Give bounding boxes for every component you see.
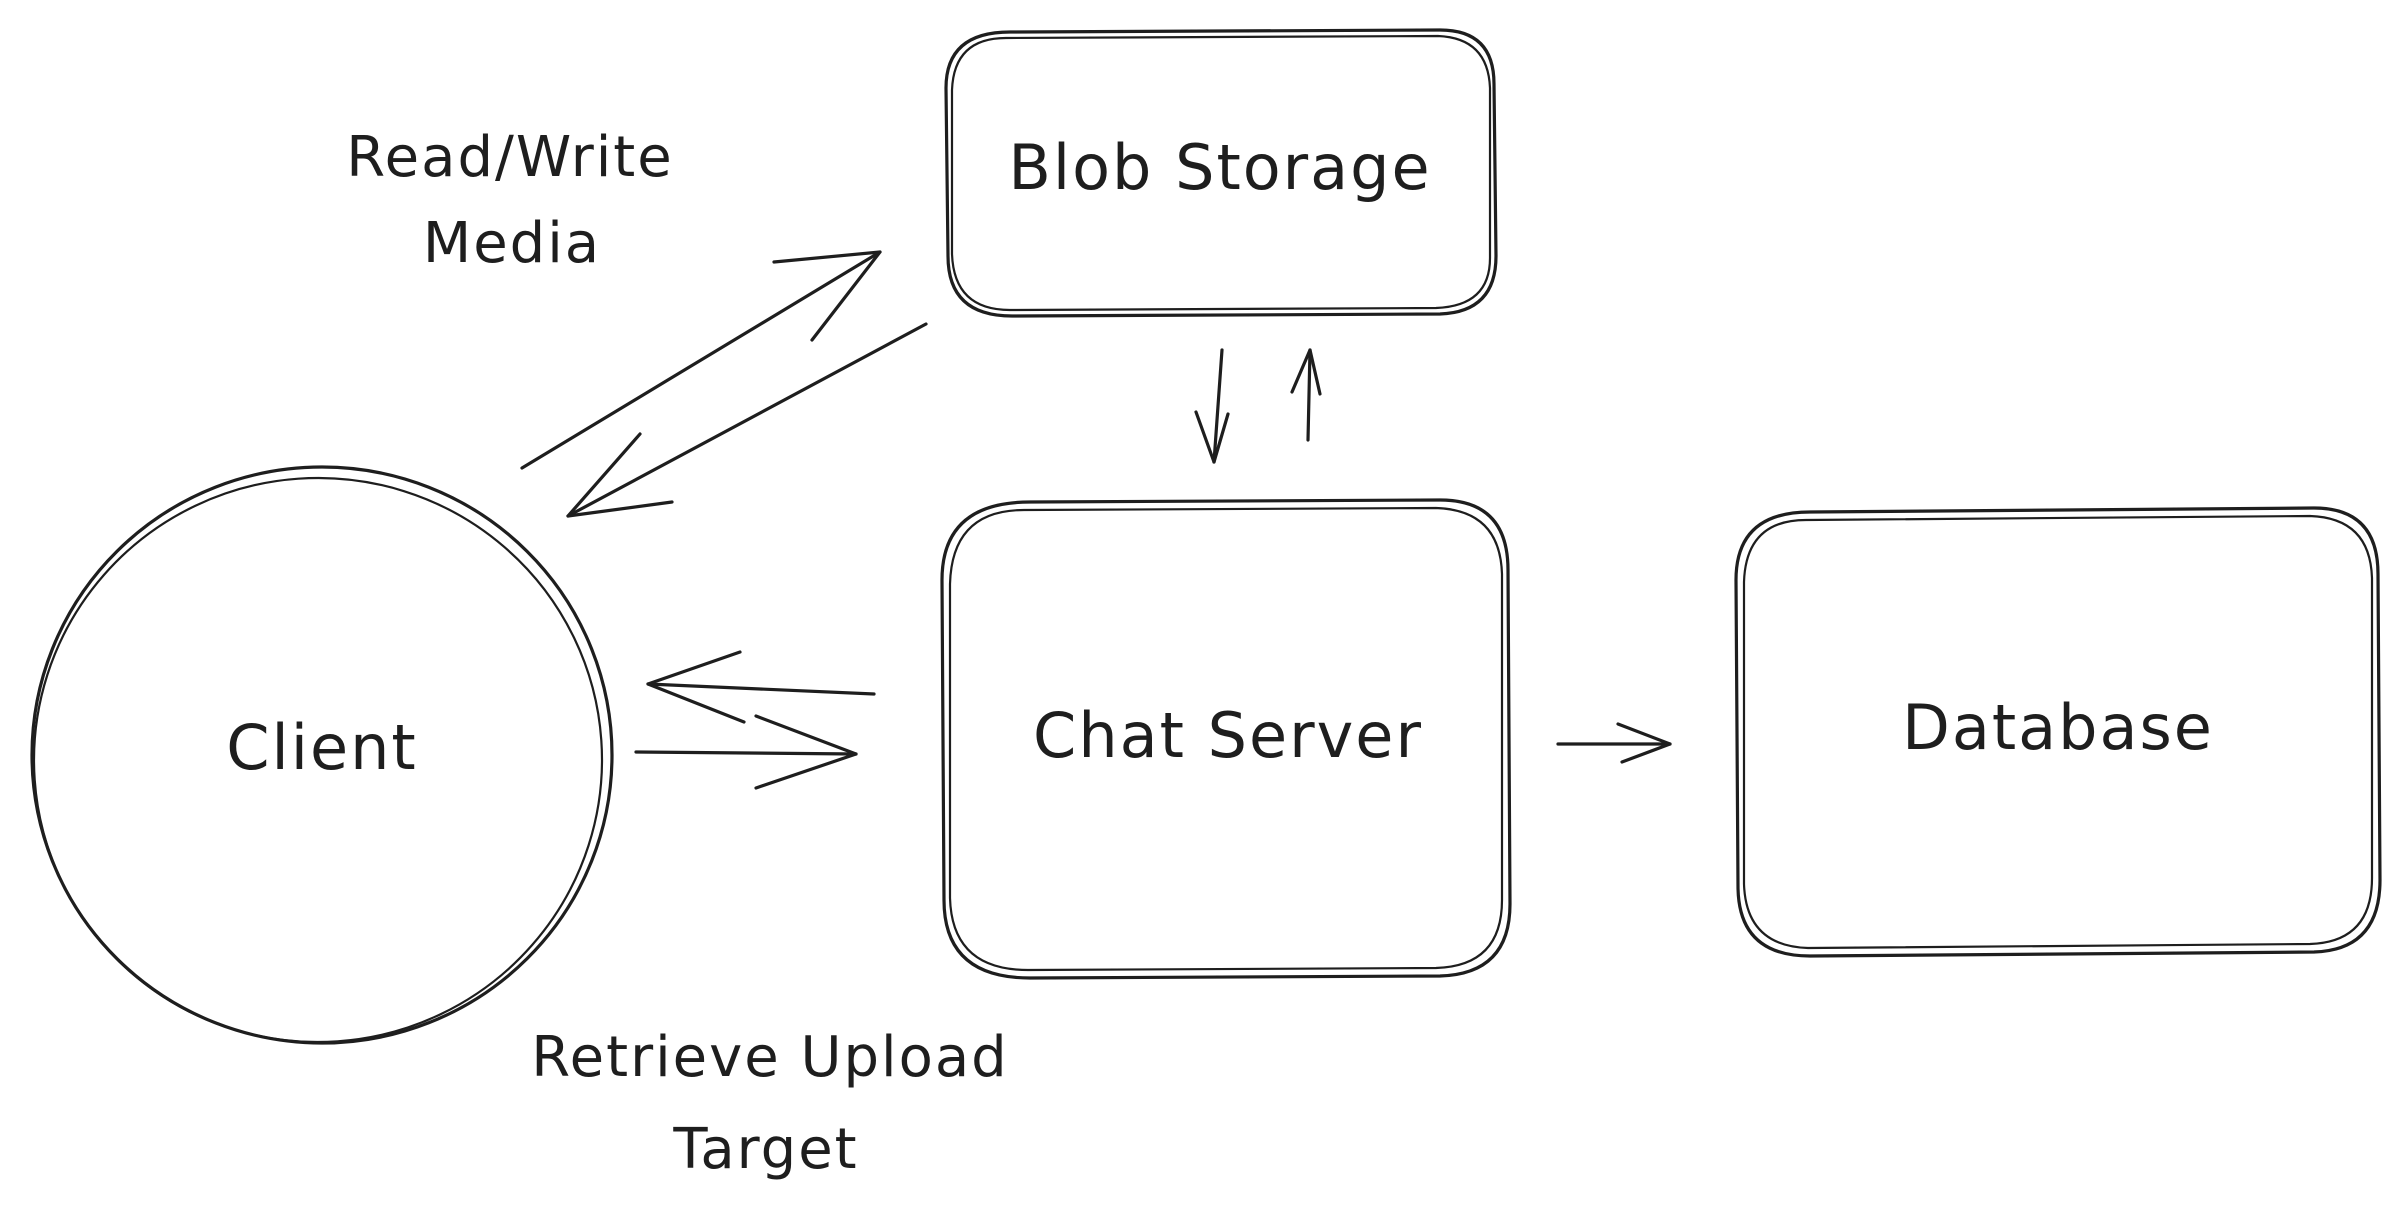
retrieve-label-line2: Target — [672, 1117, 858, 1182]
database-label: Database — [1902, 691, 2214, 764]
chat-to-blob-arrow — [1290, 348, 1322, 442]
retrieve-upload-target-label: Retrieve Upload Target — [531, 1025, 1008, 1182]
chat-server-label: Chat Server — [1033, 699, 1423, 772]
read-write-label-line1: Read/Write — [346, 125, 673, 190]
client-to-blob-arrow — [520, 250, 882, 470]
blob-storage-node[interactable]: Blob Storage — [944, 28, 1498, 318]
client-node[interactable]: Client — [15, 459, 621, 1061]
read-write-media-label: Read/Write Media — [346, 125, 673, 276]
blob-to-client-arrow — [566, 322, 928, 518]
blob-storage-label: Blob Storage — [1008, 131, 1431, 204]
chat-to-client-arrow — [646, 650, 876, 724]
retrieve-label-line1: Retrieve Upload — [531, 1025, 1008, 1090]
read-write-label-line2: Media — [423, 211, 601, 276]
client-label: Client — [226, 711, 418, 784]
database-node[interactable]: Database — [1734, 506, 2382, 958]
client-to-chat-arrow — [634, 714, 858, 790]
chat-server-node[interactable]: Chat Server — [940, 498, 1512, 980]
blob-to-chat-arrow — [1194, 348, 1230, 464]
chat-to-database-arrow — [1556, 722, 1672, 764]
